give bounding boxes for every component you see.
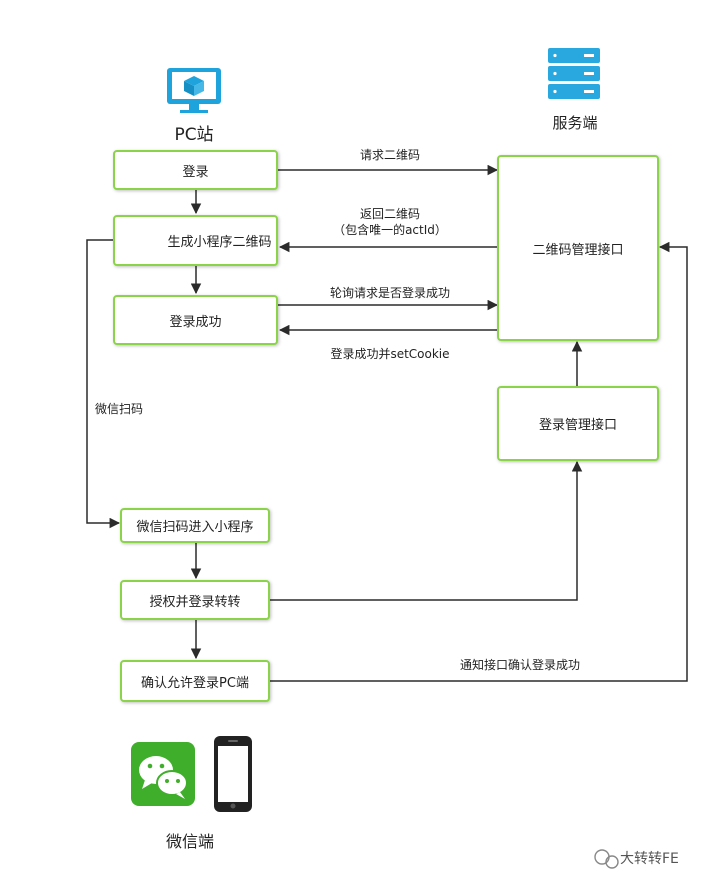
- connectors: [86, 164, 688, 682]
- edge-label-poll: 轮询请求是否登录成功: [329, 286, 450, 300]
- edge-label-wechat-scan: 微信扫码: [95, 402, 144, 416]
- scan-enter-node: 微信扫码进入小程序: [120, 508, 270, 543]
- auth-login-node: 授权并登录转转: [120, 580, 270, 620]
- wechat-title: 微信端: [165, 832, 214, 851]
- phone-icon: [214, 736, 252, 812]
- edge-label-return-qr: 返回二维码: [359, 207, 420, 221]
- edge-label-set-cookie: 登录成功并setCookie: [330, 347, 450, 361]
- gen-qr-node: 生成小程序二维码: [113, 215, 278, 266]
- login-node: 登录: [113, 150, 278, 190]
- server-icon: [548, 48, 600, 99]
- qr-api-node: 二维码管理接口: [497, 155, 659, 341]
- edge-label-return-qr-detail: （包含唯一的actId）: [333, 223, 447, 237]
- server-title: 服务端: [552, 114, 598, 132]
- confirm-pc-node: 确认允许登录PC端: [120, 660, 270, 702]
- watermark-icon: [594, 849, 619, 869]
- edge-label-request-qr: 请求二维码: [359, 148, 420, 162]
- watermark-text: 大转转FE: [620, 851, 679, 867]
- edge-label-notify: 通知接口确认登录成功: [459, 658, 580, 672]
- login-api-node: 登录管理接口: [497, 386, 659, 461]
- gen-qr-label: 生成小程序二维码: [167, 235, 272, 250]
- monitor-icon: [167, 68, 221, 113]
- login-success-node: 登录成功: [113, 295, 278, 345]
- pc-site-title: PC站: [174, 125, 214, 145]
- wechat-icon: [131, 742, 195, 806]
